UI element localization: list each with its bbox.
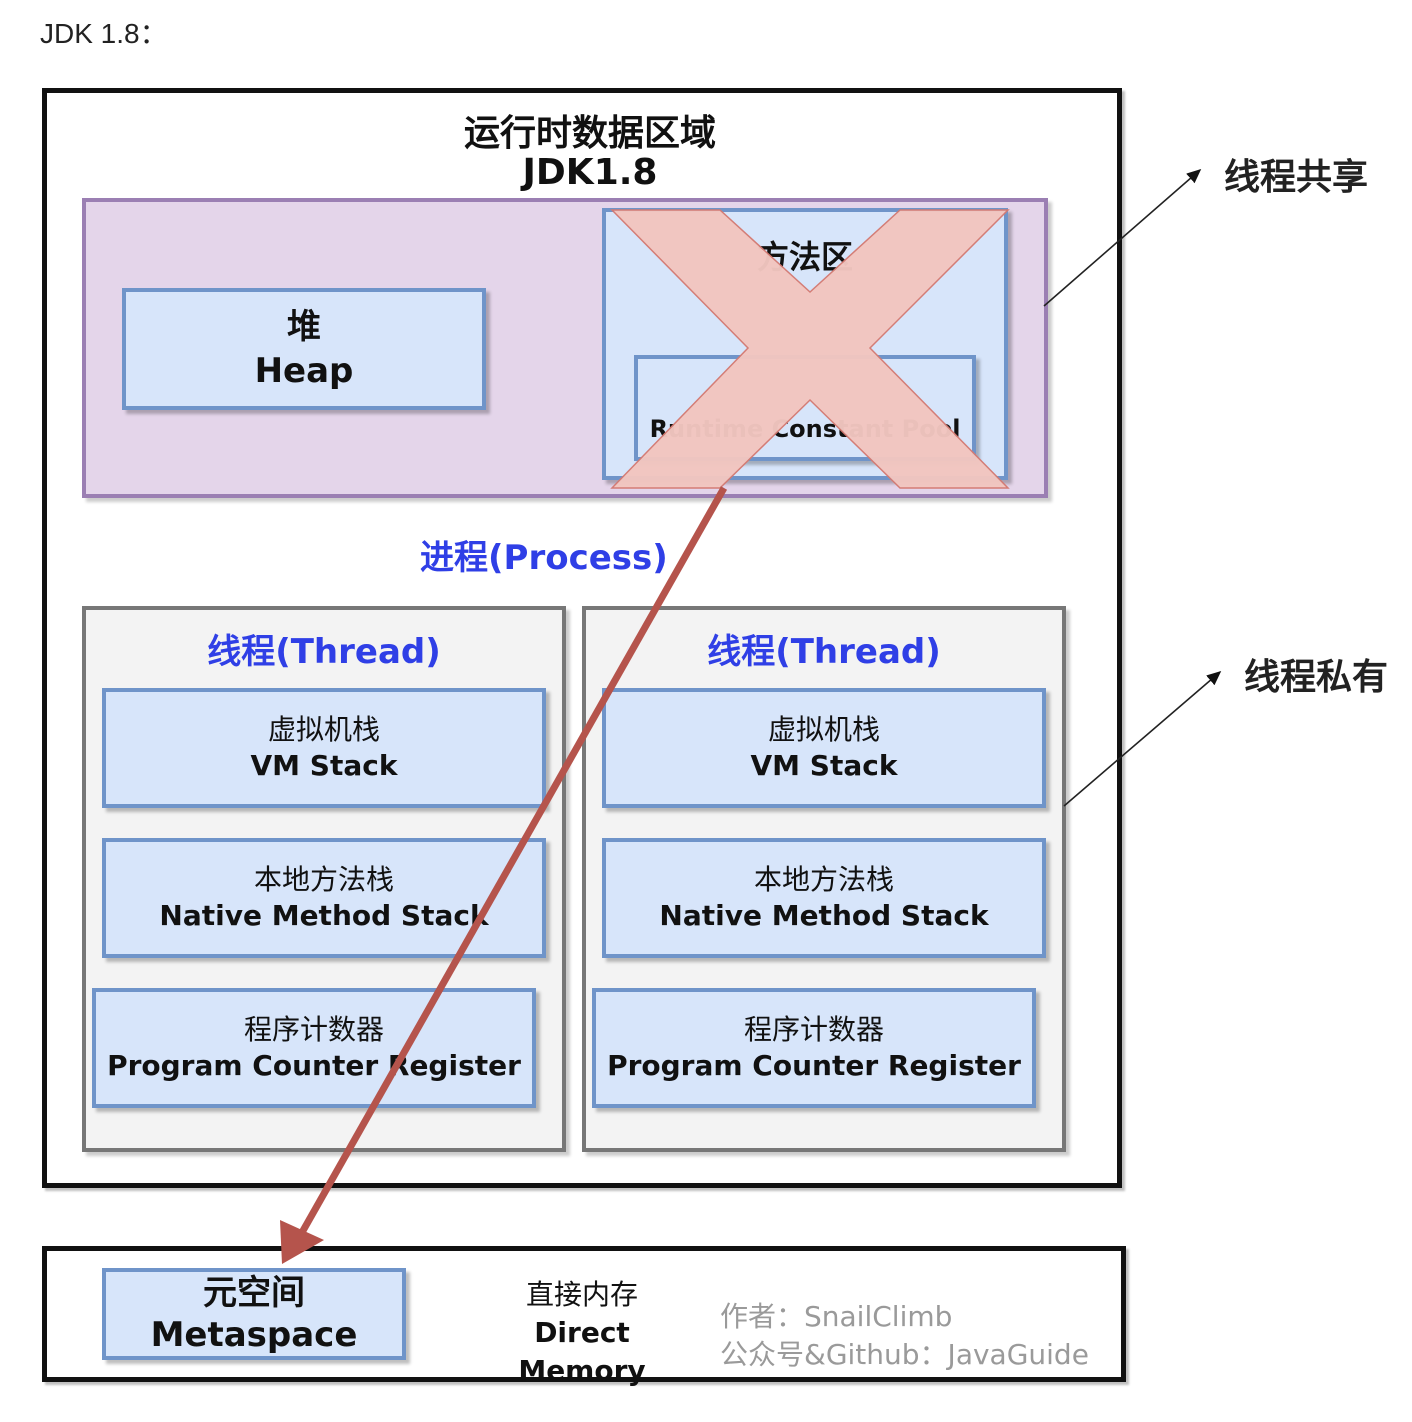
migration-arrow-head [280,1220,324,1264]
native-method-stack-box: 本地方法栈 Native Method Stack [602,838,1046,958]
program-counter-cn: 程序计数器 [743,1013,884,1046]
metaspace-en: Metaspace [150,1315,358,1355]
program-counter-cn: 程序计数器 [243,1013,384,1046]
vm-stack-en: VM Stack [250,749,398,782]
migration-arrow-shaft [296,486,728,1238]
program-counter-en: Program Counter Register [107,1049,521,1082]
metaspace-cn: 元空间 [203,1273,305,1313]
thread-private-label: 线程私有 [1244,657,1389,698]
thread-label: 线程(Thread) [207,632,441,672]
direct-memory-cn: 直接内存 [525,1278,638,1311]
vm-stack-box: 虚拟机栈 VM Stack [602,688,1046,808]
program-counter-box: 程序计数器 Program Counter Register [92,988,536,1108]
program-counter-box: 程序计数器 Program Counter Register [592,988,1036,1108]
metaspace-box: 元空间 Metaspace [102,1268,406,1360]
runtime-area-subtitle: JDK1.8 [522,152,658,193]
thread-label: 线程(Thread) [707,632,941,672]
author-line-2: 公众号&Github：JavaGuide [720,1338,1089,1371]
heap-cn: 堆 [287,307,321,347]
native-method-stack-en: Native Method Stack [159,899,489,932]
author-credit: 作者：SnailClimb 公众号&Github：JavaGuide [720,1298,1089,1374]
direct-memory: 直接内存 Direct Memory [466,1276,698,1390]
heap-box: 堆 Heap [122,288,486,410]
direct-memory-en: Direct Memory [518,1316,646,1387]
thread-shared-label: 线程共享 [1224,157,1369,198]
vm-stack-cn: 虚拟机栈 [767,713,880,746]
removed-cross-icon [610,209,1010,489]
vm-stack-box: 虚拟机栈 VM Stack [102,688,546,808]
vm-stack-en: VM Stack [750,749,898,782]
vm-stack-cn: 虚拟机栈 [267,713,380,746]
native-method-stack-en: Native Method Stack [659,899,989,932]
private-pointer-line [1063,670,1222,807]
program-counter-en: Program Counter Register [607,1049,1021,1082]
author-line-1: 作者：SnailClimb [720,1300,953,1333]
runtime-area-title: 运行时数据区域 [463,113,716,154]
page-heading: JDK 1.8： [40,18,168,49]
process-label: 进程(Process) [420,538,668,578]
shared-pointer-line [1043,168,1202,307]
native-method-stack-cn: 本地方法栈 [253,863,394,896]
native-method-stack-cn: 本地方法栈 [753,863,894,896]
heap-en: Heap [254,351,354,391]
